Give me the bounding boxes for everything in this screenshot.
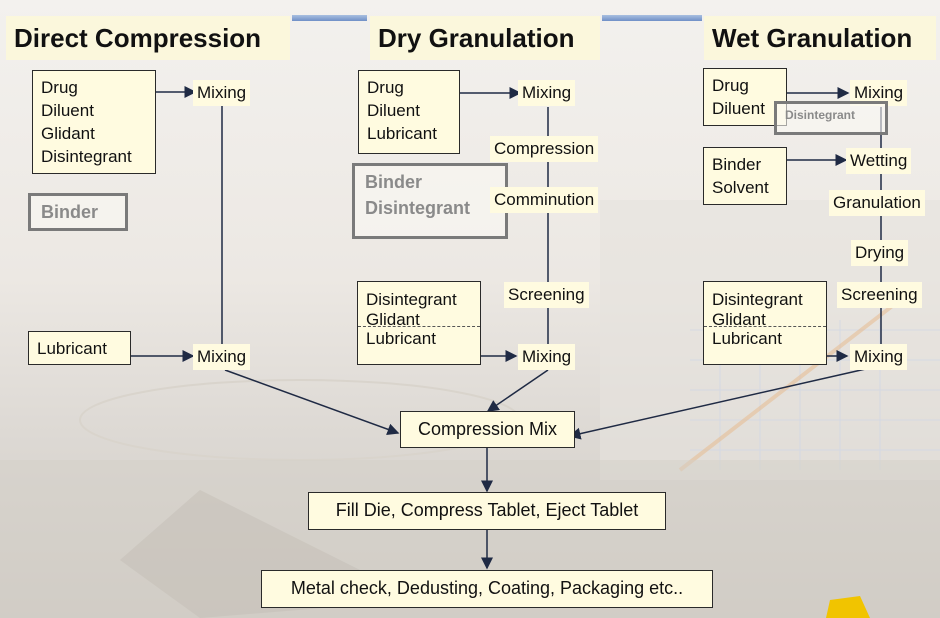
- wet-ingredients-box: Drug Diluent: [703, 68, 787, 126]
- step-comminution: Comminution: [490, 187, 599, 213]
- ingredient-label: Glidant: [41, 124, 95, 143]
- step-mixing: Mixing: [850, 344, 908, 370]
- ingredient-label: Disintegrant: [366, 290, 457, 309]
- ingredient-label: Drug: [367, 78, 404, 97]
- wet-binder-box: Binder Solvent: [703, 147, 787, 205]
- removed-ingredient-annotation: Binder Disintegrant: [352, 163, 508, 239]
- heading-dry-granulation: Dry Granulation: [370, 16, 600, 60]
- ingredient-label: Drug: [41, 78, 78, 97]
- removed-ingredient-label: Binder: [41, 202, 99, 222]
- ingredient-label: Diluent: [712, 99, 765, 118]
- step-mixing: Mixing: [518, 80, 576, 106]
- added-ingredient-annotation: Disintegrant: [774, 101, 888, 135]
- heading-wet-granulation: Wet Granulation: [704, 16, 936, 60]
- ingredient-label: Lubricant: [367, 124, 437, 143]
- compression-mix-box: Compression Mix: [400, 411, 575, 448]
- step-mixing: Mixing: [193, 80, 251, 106]
- direct-ingredients-box: Drug Diluent Glidant Disintegrant: [32, 70, 156, 174]
- dry-ingredients-box: Drug Diluent Lubricant: [358, 70, 460, 154]
- ingredient-label: Glidant: [712, 310, 766, 329]
- accent-bar: [602, 15, 702, 21]
- ingredient-label: Diluent: [41, 101, 94, 120]
- step-screening: Screening: [504, 282, 589, 308]
- step-granulation: Granulation: [829, 190, 925, 216]
- step-drying: Drying: [851, 240, 909, 266]
- ingredient-label: Disintegrant: [41, 147, 132, 166]
- dry-extragranular-box: Disintegrant Glidant Lubricant: [357, 281, 481, 365]
- ingredient-label: Lubricant: [37, 339, 107, 358]
- accent-bar: [292, 15, 367, 21]
- step-wetting: Wetting: [846, 148, 912, 174]
- direct-lubricant-box: Lubricant: [28, 331, 131, 365]
- ingredient-label: Drug: [712, 76, 749, 95]
- step-compression: Compression: [490, 136, 599, 162]
- finishing-box: Metal check, Dedusting, Coating, Packagi…: [261, 570, 713, 608]
- step-mixing: Mixing: [518, 344, 576, 370]
- removed-ingredient-label: Binder: [365, 172, 423, 192]
- removed-ingredient-annotation: Binder: [28, 193, 128, 231]
- removed-ingredient-label: Disintegrant: [365, 198, 471, 218]
- step-mixing: Mixing: [193, 344, 251, 370]
- ingredient-label: Diluent: [367, 101, 420, 120]
- ingredient-label: Disintegrant: [712, 290, 803, 309]
- step-screening: Screening: [837, 282, 922, 308]
- ingredient-label: Binder: [712, 155, 762, 174]
- added-ingredient-label: Disintegrant: [785, 108, 856, 122]
- ingredient-label: Solvent: [712, 178, 769, 197]
- ingredient-label: Lubricant: [366, 329, 436, 348]
- heading-direct-compression: Direct Compression: [6, 16, 290, 60]
- wet-extragranular-box: Disintegrant Glidant Lubricant: [703, 281, 827, 365]
- ingredient-label: Glidant: [366, 310, 420, 329]
- ingredient-label: Lubricant: [712, 329, 782, 348]
- tableting-box: Fill Die, Compress Tablet, Eject Tablet: [308, 492, 666, 530]
